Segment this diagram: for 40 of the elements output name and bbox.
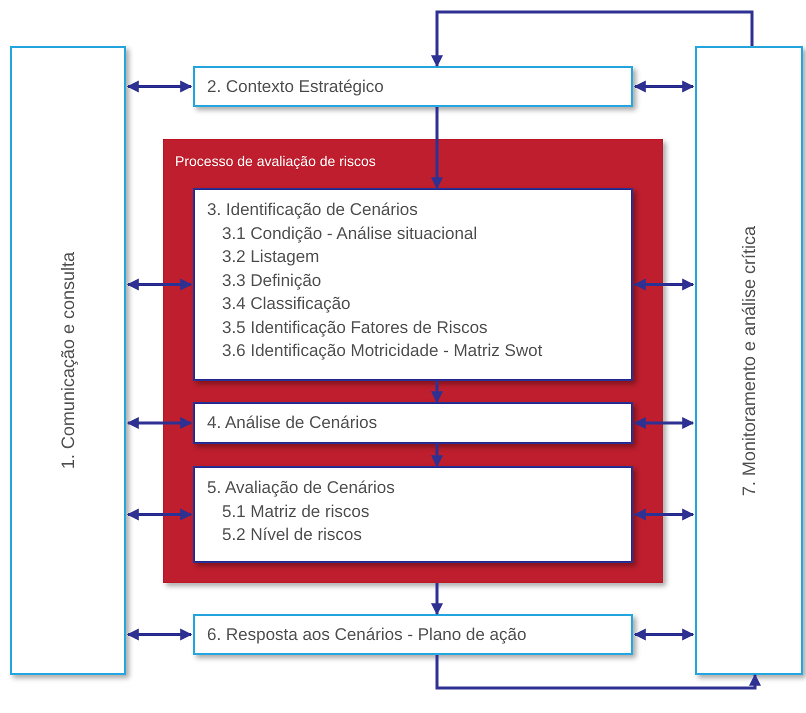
arrow bbox=[431, 381, 443, 404]
arrow bbox=[431, 583, 443, 616]
step-title: 5. Avaliação de Cenários bbox=[207, 478, 395, 498]
sub-step-text: 3.1 Condição - Análise situacional bbox=[222, 224, 478, 244]
step-title: 3. Identificação de Cenários bbox=[207, 200, 418, 220]
process-box bbox=[193, 614, 633, 655]
sub-step-text: 5.2 Nível de riscos bbox=[222, 525, 362, 545]
sub-step-text: 3.6 Identificação Motricidade - Matriz Swot bbox=[222, 341, 542, 361]
arrow bbox=[126, 628, 192, 640]
arrow bbox=[126, 417, 192, 429]
group-title: Processo de avaliação de riscos bbox=[175, 152, 376, 171]
arrow bbox=[431, 10, 754, 68]
arrow bbox=[634, 417, 694, 429]
arrow bbox=[126, 278, 192, 290]
rotated-label: 1. Comunicação e consulta bbox=[58, 252, 78, 470]
sub-step-text: 3.4 Classificação bbox=[222, 294, 351, 314]
process-box bbox=[193, 402, 633, 444]
sub-step-text: 3.5 Identificação Fatores de Riscos bbox=[222, 318, 488, 338]
arrow bbox=[126, 508, 192, 520]
sub-step-text: 3.2 Listagem bbox=[222, 247, 320, 267]
arrow bbox=[634, 278, 694, 290]
sub-step-text: 3.3 Definição bbox=[222, 270, 322, 290]
step-title: 6. Resposta aos Cenários - Plano de ação bbox=[207, 624, 526, 644]
arrow bbox=[634, 628, 694, 640]
side-bar-box bbox=[695, 46, 803, 675]
process-box bbox=[193, 188, 633, 381]
arrow bbox=[431, 107, 443, 190]
arrow bbox=[436, 655, 761, 690]
arrow bbox=[634, 508, 694, 520]
step-title: 2. Contexto Estratégico bbox=[207, 76, 384, 96]
step-title: 4. Análise de Cenários bbox=[207, 413, 378, 433]
group-panel bbox=[163, 139, 663, 583]
rotated-label: 7. Monitoramento e análise crítica bbox=[739, 226, 759, 496]
arrow bbox=[431, 444, 443, 468]
sub-step-text: 5.1 Matriz de riscos bbox=[222, 502, 370, 522]
side-bar-box bbox=[10, 46, 126, 675]
process-box bbox=[193, 466, 633, 563]
arrow bbox=[634, 80, 694, 92]
process-box bbox=[193, 66, 633, 107]
arrow bbox=[126, 80, 192, 92]
